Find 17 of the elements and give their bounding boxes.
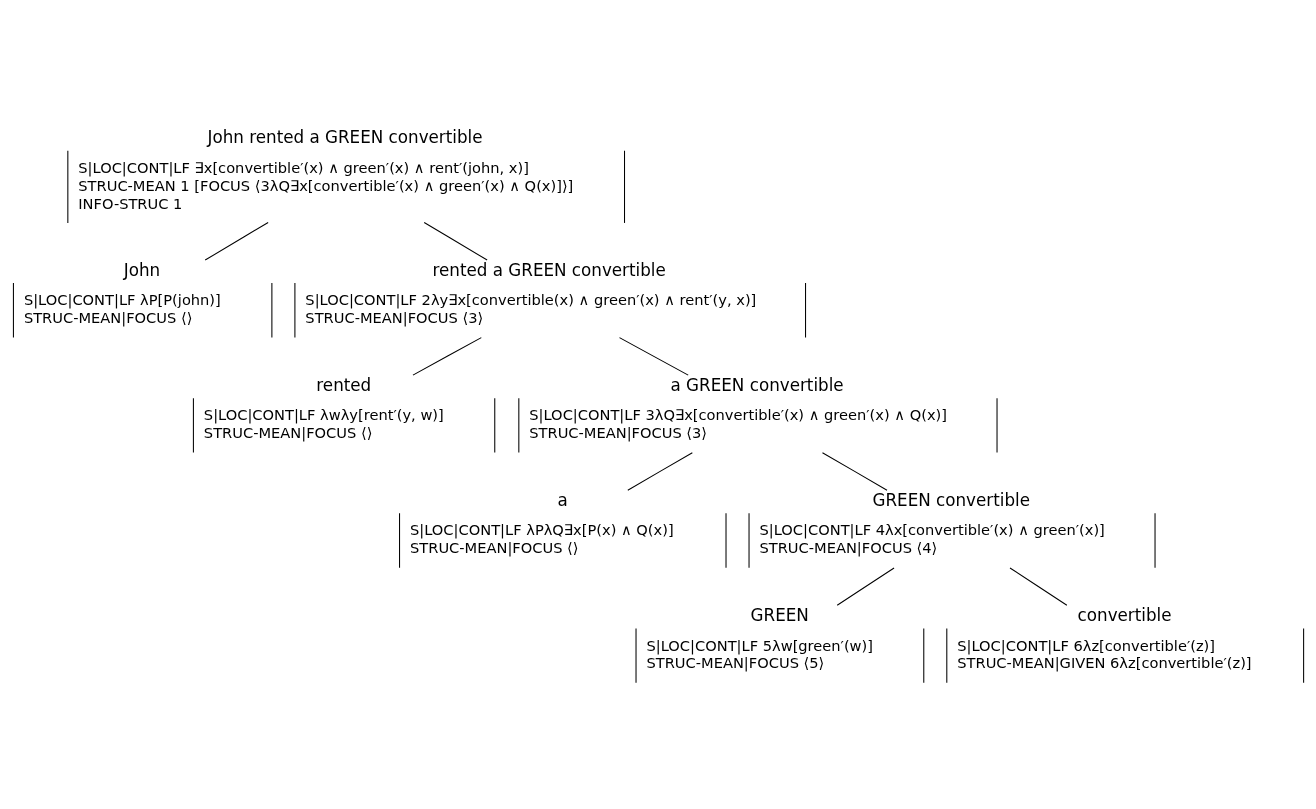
connector — [204, 221, 269, 261]
node-text: convertible S|LOC|CONT|LF 6λz[convertible′(z)] STRUC-MEAN|GIVEN 6λz[convertible′(z)] — [957, 604, 1252, 671]
node-text: GREEN convertible S|LOC|CONT|LF 4λx[convertible′(x) ∧ green′(x)] STRUC-MEAN|FOCUS ⟨4⟩ — [759, 489, 1105, 556]
node-text: rented a GREEN convertible S|LOC|CONT|LF 2λy∃x[convertible(x) ∧ green′(x) ∧ rent′(y, x)] STRUC-MEAN|FOCUS ⟨3⟩ — [305, 259, 757, 326]
node-text: GREEN S|LOC|CONT|LF 5λw[green′(w)] STRUC-MEAN|FOCUS ⟨5⟩ — [646, 604, 873, 671]
connector — [836, 566, 895, 606]
node-text: rented S|LOC|CONT|LF λwλy[rent′(y, w)] STRUC-MEAN|FOCUS ⟨⟩ — [203, 374, 444, 441]
connector — [821, 451, 888, 491]
node-text: a S|LOC|CONT|LF λPλQ∃x[P(x) ∧ Q(x)] STRUC-MEAN|FOCUS ⟨⟩ — [410, 489, 674, 556]
connector — [1009, 566, 1068, 606]
node-text: a GREEN convertible S|LOC|CONT|LF 3λQ∃x[convertible′(x) ∧ green′(x) ∧ Q(x)] STRUC-MEAN|FOCUS ⟨3⟩ — [529, 374, 947, 441]
node-text: John S|LOC|CONT|LF λP[P(john)] STRUC-MEAN|FOCUS ⟨⟩ — [23, 259, 221, 326]
node-text: John rented a GREEN convertible S|LOC|CONT|LF ∃x[convertible′(x) ∧ green′(x) ∧ rent′(john, x)] STRUC-MEAN 1 [FOCUS ⟨3λQ∃x[convertible′(x) ∧ green′(x) ∧ Q(x)]⟩] INFO-STRUC 1 — [78, 126, 574, 211]
connector — [423, 221, 488, 261]
connector — [412, 336, 482, 376]
connector — [627, 451, 693, 491]
connector — [618, 336, 689, 376]
